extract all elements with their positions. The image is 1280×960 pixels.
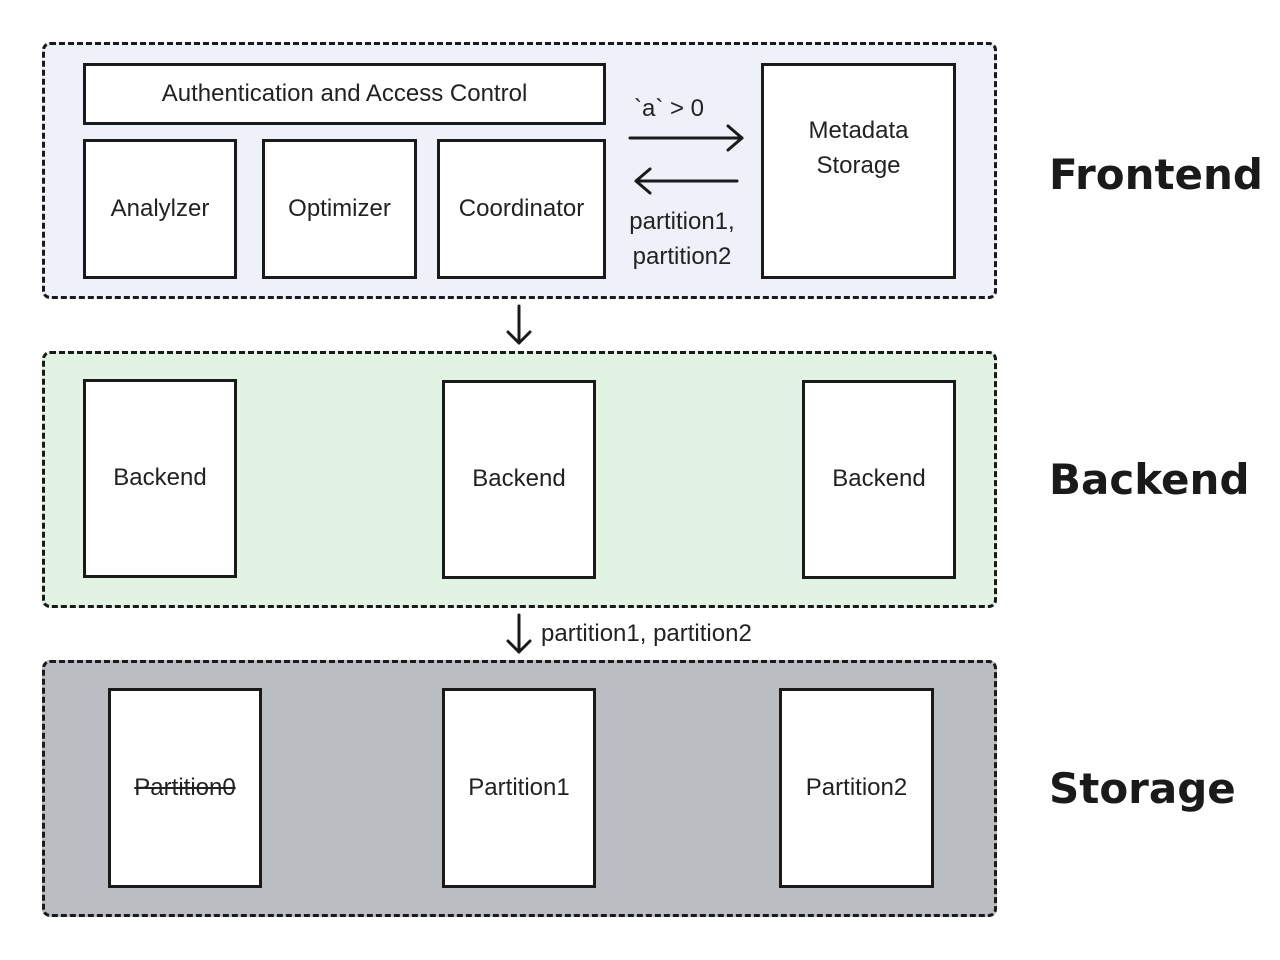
coordinator-box: Coordinator — [437, 139, 606, 279]
metadata-storage-box: Metadata Storage — [761, 63, 956, 279]
backend-node-3: Backend — [802, 380, 956, 579]
query-predicate-label: `a` > 0 — [634, 95, 705, 122]
partition2-label: Partition2 — [805, 773, 908, 801]
partition0-label: Partition0 — [134, 773, 236, 801]
backend-node-3-label: Backend — [832, 465, 926, 493]
partition2-box: Partition2 — [779, 688, 934, 888]
metadata-storage-label-line1: Metadata — [808, 117, 909, 145]
partition0-box: Partition0 — [108, 688, 262, 888]
coordinator-label: Coordinator — [458, 194, 585, 222]
analyzer-box: Analylzer — [83, 139, 237, 279]
backend-node-2: Backend — [442, 380, 596, 579]
backend-node-2-label: Backend — [472, 465, 566, 493]
frontend-to-backend-arrow — [506, 304, 532, 345]
metadata-storage-label-line2: Storage — [816, 152, 901, 179]
backend-layer-label: Backend — [1049, 455, 1250, 504]
partition-result-line1: partition1, — [629, 208, 735, 235]
partition-result-line2: partition2 — [632, 242, 732, 270]
backend-to-storage-label: partition1, partition2 — [541, 620, 752, 647]
partition1-box: Partition1 — [442, 688, 596, 888]
optimizer-label: Optimizer — [288, 194, 391, 222]
partition-result-label: partition1, partition2 — [623, 205, 741, 275]
partition1-label: Partition1 — [468, 773, 570, 801]
backend-node-1: Backend — [83, 379, 237, 578]
frontend-layer-label: Frontend — [1049, 150, 1263, 199]
analyzer-label: Analylzer — [110, 194, 210, 222]
backend-to-storage-arrow — [506, 613, 532, 654]
auth-access-control-box: Authentication and Access Control — [83, 63, 606, 125]
optimizer-box: Optimizer — [262, 139, 417, 279]
storage-layer-label: Storage — [1049, 764, 1236, 813]
backend-node-1-label: Backend — [113, 464, 207, 492]
auth-access-control-label: Authentication and Access Control — [161, 79, 528, 107]
